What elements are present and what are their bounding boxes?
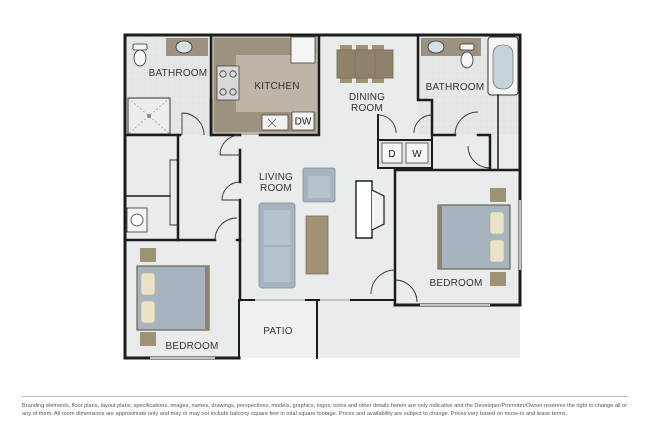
door-bedroom-right-closet [394,279,418,303]
living-furniture [258,167,385,289]
doors [169,111,491,303]
bedroom-left-furniture [136,248,210,346]
dining-table [336,49,394,79]
bathroom-sink-icon [175,40,193,54]
armchair-seat [308,176,330,198]
dryer [381,142,403,164]
bathtub-basin [492,44,514,90]
toilet-tank [132,43,148,51]
dining-table-seams [354,50,376,78]
nightstand [490,272,506,286]
label-bathroom-left: BATHROOM [149,68,208,79]
bathroom-left-fixtures [126,38,208,233]
toilet-icon [133,49,147,67]
door-bath-left [181,112,205,136]
toilet-tank [459,43,475,51]
bed-footboard [205,266,209,330]
wall-bath-right-closet [476,133,492,170]
burner-icon [219,70,227,78]
label-kitchen: KITCHEN [254,81,299,92]
pillow [140,300,156,324]
burner-icon [229,88,237,96]
stove [216,65,240,101]
floor-plan: DW D W [123,33,522,360]
room-label-line: DINING [349,92,385,103]
divider [22,396,628,397]
dryer-label: D [388,149,395,160]
wall-kitchen-right [258,33,321,137]
bathroom-sink-icon [427,40,445,54]
door-closet-left [221,181,241,201]
door-bedroom-right [370,269,396,295]
floor-patio [239,300,317,358]
pillow [489,211,505,235]
label-bedroom-right: BEDROOM [429,278,482,289]
burner-icon [219,88,227,96]
closet-bifold-left [169,159,178,226]
door-laundry-right [413,114,433,134]
refrigerator [290,36,316,64]
kitchen-counter-top [214,38,316,55]
washer-label: W [412,149,422,160]
pillow [140,272,156,296]
label-patio: PATIO [263,326,293,337]
door-laundry-left [377,114,397,134]
windows [150,200,521,359]
water-heater-icon [130,213,144,227]
bedroom-right-furniture [437,188,511,286]
bed-footboard [438,205,442,269]
door-bath-right [454,111,479,136]
shower-drain-lines [127,97,171,135]
fireplace-hearth [371,189,385,231]
shower-drain-icon [147,114,151,118]
coffee-table [305,215,329,275]
room-label-line: ROOM [260,183,292,194]
washer [405,142,429,164]
dishwasher [291,111,315,131]
kitchen-sink [261,114,289,131]
room-label-line: ROOM [351,103,383,114]
toilet-icon [460,51,474,69]
wall-laundry [377,114,433,141]
nightstand [140,248,156,262]
bathroom-right-fixtures [421,36,519,96]
wall-bath-right [416,33,457,137]
door-kitchen [219,134,241,156]
wall-bath-left [123,98,213,137]
sofa-cushion [264,247,290,282]
door-closet-right [467,145,491,169]
room-label-line: LIVING [259,172,293,183]
dining-set [336,45,394,83]
dishwasher-label: DW [295,117,312,128]
wall-bedroom-right [393,168,522,307]
sofa-cushion [264,210,290,245]
burner-icon [229,70,237,78]
nightstand [490,188,506,202]
faucet-icon [267,118,277,128]
pillow [489,239,505,263]
door-bedroom-left [214,217,238,241]
disclaimer-text: Branding elements, floor plans, layout p… [22,403,628,417]
label-bedroom-left: BEDROOM [165,341,218,352]
nightstand [140,332,156,346]
fireplace [355,180,373,239]
label-bathroom-right: BATHROOM [426,82,485,93]
laundry-closet: D W [377,139,433,169]
kitchen-fixtures: DW [214,36,316,132]
